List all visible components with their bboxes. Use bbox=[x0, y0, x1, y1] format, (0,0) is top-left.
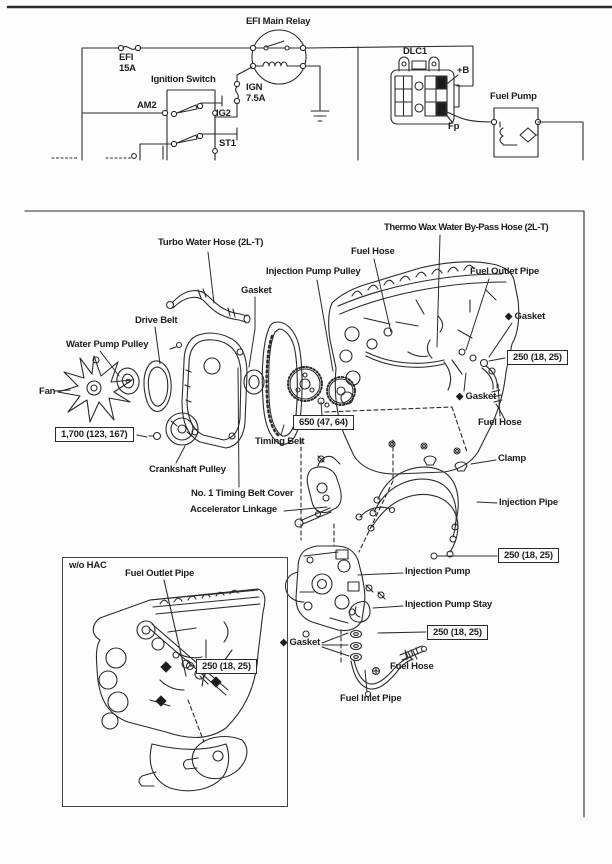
callout-st1-terminal: ST1 bbox=[219, 138, 236, 149]
callout-fuel-inlet-pipe: Fuel Inlet Pipe bbox=[340, 693, 402, 704]
callout-ignition-switch: Ignition Switch bbox=[151, 74, 216, 85]
callout-efi-main-relay: EFI Main Relay bbox=[246, 16, 311, 27]
callout-injection-pump: Injection Pump bbox=[405, 566, 471, 577]
torque-box-650: 650 (47, 64) bbox=[293, 415, 354, 430]
callout-ig2-terminal: IG2 bbox=[216, 108, 231, 119]
callout-drive-belt: Drive Belt bbox=[135, 315, 178, 326]
callout-fuel-hose-right: Fuel Hose bbox=[478, 417, 522, 428]
callout-plus-b-terminal: +B bbox=[457, 65, 470, 76]
torque-box-250-pipe: 250 (18, 25) bbox=[498, 548, 559, 563]
inset-engine-drawing bbox=[92, 579, 266, 792]
inset-wo-hac-frame bbox=[62, 557, 288, 807]
callout-accelerator-linkage: Accelerator Linkage bbox=[190, 504, 278, 515]
turbo-water-hose-drawing bbox=[165, 288, 251, 324]
callout-efi-fuse: EFI 15A bbox=[119, 52, 136, 74]
fuel-pump-symbol bbox=[490, 107, 542, 158]
leader-lines bbox=[54, 234, 513, 693]
ign-fuse-symbol bbox=[215, 66, 253, 118]
callout-thermo-wax-hose: Thermo Wax Water By-Pass Hose (2L-T) bbox=[384, 222, 549, 233]
ground-symbol bbox=[310, 110, 330, 122]
inset-torque-box-250: 250 (18, 25) bbox=[196, 659, 257, 674]
callout-fuel-pump: Fuel Pump bbox=[490, 91, 537, 102]
callout-injection-pipe: Injection Pipe bbox=[499, 497, 558, 508]
callout-water-pump-pulley: Water Pump Pulley bbox=[66, 339, 149, 350]
ignition-switch-symbol bbox=[81, 89, 238, 161]
injection-pump-stay-drawing bbox=[348, 584, 386, 623]
callout-dlc1: DLC1 bbox=[403, 46, 428, 57]
callout-clamp: Clamp bbox=[498, 453, 527, 464]
callout-no1-timing-belt-cover: No. 1 Timing Belt Cover bbox=[191, 488, 294, 499]
timing-belt-cover-drawing bbox=[181, 332, 248, 449]
callout-gasket-diamond-3: ◆ Gasket bbox=[280, 637, 321, 648]
accelerator-linkage-drawing bbox=[294, 455, 342, 528]
injection-pipes-drawing bbox=[355, 466, 459, 558]
callout-gasket-diamond-1: ◆ Gasket bbox=[505, 311, 546, 322]
callout-fp-terminal: Fp bbox=[448, 121, 460, 132]
torque-box-250-right: 250 (18, 25) bbox=[507, 350, 568, 365]
drive-belt-drawing bbox=[143, 341, 183, 413]
callout-fuel-hose-top: Fuel Hose bbox=[351, 246, 395, 257]
callout-am2-terminal: AM2 bbox=[137, 100, 157, 111]
callout-injection-pump-stay: Injection Pump Stay bbox=[405, 599, 492, 610]
callout-ign-fuse: IGN 7.5A bbox=[246, 82, 266, 104]
fuel-outlet-pipe-drawing bbox=[458, 348, 505, 419]
callout-injection-pump-pulley: Injection Pump Pulley bbox=[266, 266, 361, 277]
callout-fuel-hose-bottom: Fuel Hose bbox=[390, 661, 434, 672]
callout-fan: Fan bbox=[39, 386, 56, 397]
efi-fuse-symbol bbox=[81, 44, 251, 52]
gasket-ring-drawing bbox=[243, 369, 265, 395]
dlc1-connector-symbol bbox=[390, 56, 460, 125]
clamp-drawing bbox=[388, 440, 468, 472]
crankshaft-pulley-drawing bbox=[148, 412, 199, 446]
hidden-lines bbox=[300, 406, 468, 663]
callout-gasket: Gasket bbox=[241, 285, 272, 296]
callout-gasket-diamond-2: ◆ Gasket bbox=[456, 391, 497, 402]
fuel-inlet-pipe-drawing bbox=[349, 629, 428, 698]
fan-drawing bbox=[57, 355, 133, 423]
injection-pump-drawing bbox=[284, 545, 366, 638]
torque-box-250-inlet: 250 (18, 25) bbox=[427, 625, 488, 640]
engine-block-drawing bbox=[328, 261, 520, 475]
callout-crankshaft-pulley: Crankshaft Pulley bbox=[149, 464, 226, 475]
inset-title: w/o HAC bbox=[69, 560, 107, 571]
callout-fuel-outlet-pipe: Fuel Outlet Pipe bbox=[470, 266, 540, 277]
torque-box-1700: 1,700 (123, 167) bbox=[55, 427, 134, 442]
callout-turbo-water-hose: Turbo Water Hose (2L-T) bbox=[158, 237, 264, 248]
injection-pump-pulley-drawing bbox=[287, 366, 356, 408]
inset-callout-fuel-outlet-pipe: Fuel Outlet Pipe bbox=[125, 568, 195, 579]
water-pump-pulley-drawing bbox=[116, 367, 140, 395]
callout-timing-belt: Timing Belt bbox=[255, 436, 305, 447]
